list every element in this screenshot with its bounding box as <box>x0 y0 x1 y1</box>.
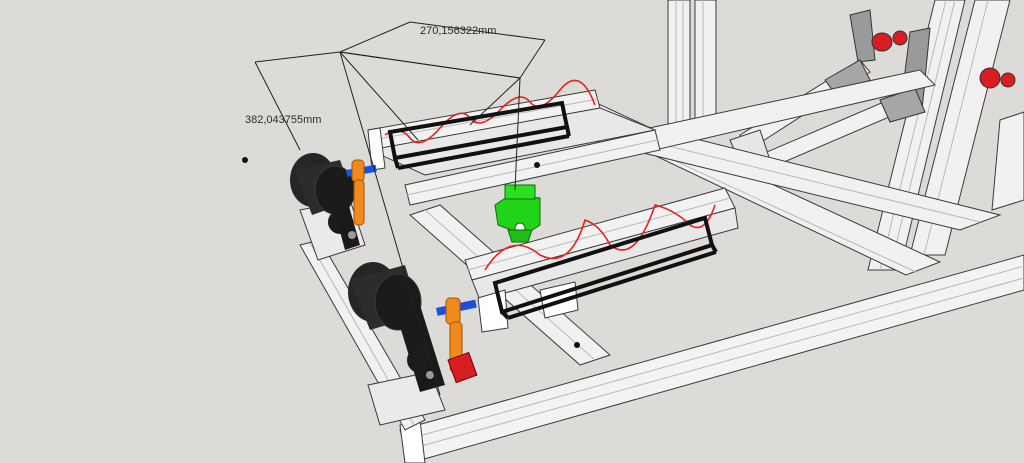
lower-crossbar <box>464 187 739 333</box>
dimension-depth-label: 382,043755mm <box>245 114 321 126</box>
motor-upper-icon <box>290 153 377 261</box>
center-mount-icon <box>494 184 541 243</box>
inference-point <box>242 157 248 163</box>
inference-point <box>534 162 540 168</box>
inference-point <box>574 342 580 348</box>
dimension-width-label: 270,156322mm <box>420 25 496 37</box>
motion-trace-lower <box>484 204 716 271</box>
dimension-depth <box>254 51 521 396</box>
motion-trace-upper <box>384 79 596 144</box>
travel-envelope-lower <box>492 215 718 320</box>
travel-envelope-upper <box>387 100 571 170</box>
